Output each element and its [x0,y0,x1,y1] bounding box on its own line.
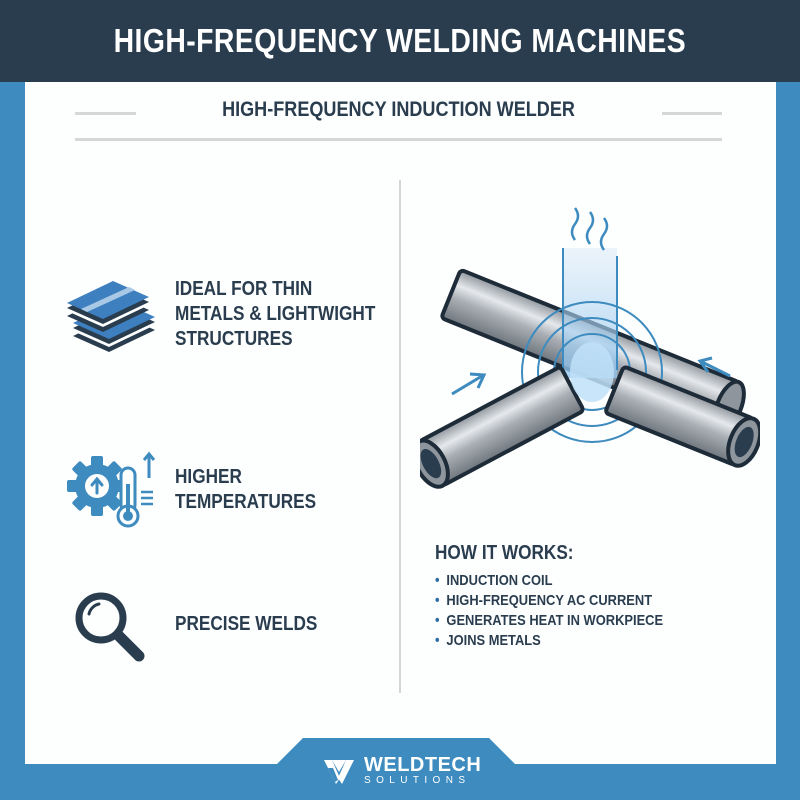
feature-thin-metals: IDEAL FOR THIN METALS & LIGHTWIGHT STRUC… [65,274,408,354]
header-bar: HIGH-FREQUENCY WELDING MACHINES [0,0,800,82]
content-panel: HIGH-FREQUENCY INDUCTION WELDER IDEAL FO… [25,82,776,764]
feature-label: HIGHER TEMPERATURES [175,466,317,513]
column-divider [399,180,401,693]
magnifying-glass-icon [75,592,145,662]
stacked-metal-sheets-icon [67,281,155,352]
feature-precise-welds: PRECISE WELDS [65,584,341,664]
subtitle-underline [75,138,722,141]
section-subtitle: HIGH-FREQUENCY INDUCTION WELDER [222,98,575,121]
list-item: •GENERATES HEAT IN WORKPIECE [435,612,664,629]
page-title: HIGH-FREQUENCY WELDING MACHINES [113,22,687,59]
subtitle-rule-right [662,112,722,115]
list-item: •INDUCTION COIL [435,572,553,589]
how-it-works-section: HOW IT WORKS: •INDUCTION COIL •HIGH-FREQ… [435,542,700,651]
how-it-works-title: HOW IT WORKS: [435,542,574,564]
list-item: •JOINS METALS [435,632,541,649]
gear-thermometer-icon [67,451,156,528]
brand-name: WELDTECH [364,754,482,776]
feature-label: IDEAL FOR THIN METALS & LIGHTWIGHT STRUC… [175,277,376,350]
how-it-works-list: •INDUCTION COIL •HIGH-FREQUENCY AC CURRE… [435,571,700,651]
feature-higher-temperatures: HIGHER TEMPERATURES [65,450,339,530]
feature-label: PRECISE WELDS [175,612,318,635]
brand-logo-lockup: WELDTECH SOLUTIONS [322,755,481,787]
subtitle-rule-left [75,112,136,115]
weldtech-logo-icon [324,760,354,784]
subtitle-row: HIGH-FREQUENCY INDUCTION WELDER [75,96,722,128]
induction-welding-illustration [420,207,760,489]
brand-tagline: SOLUTIONS [364,775,471,786]
footer-brand-tab [277,738,515,800]
list-item: •HIGH-FREQUENCY AC CURRENT [435,592,653,609]
